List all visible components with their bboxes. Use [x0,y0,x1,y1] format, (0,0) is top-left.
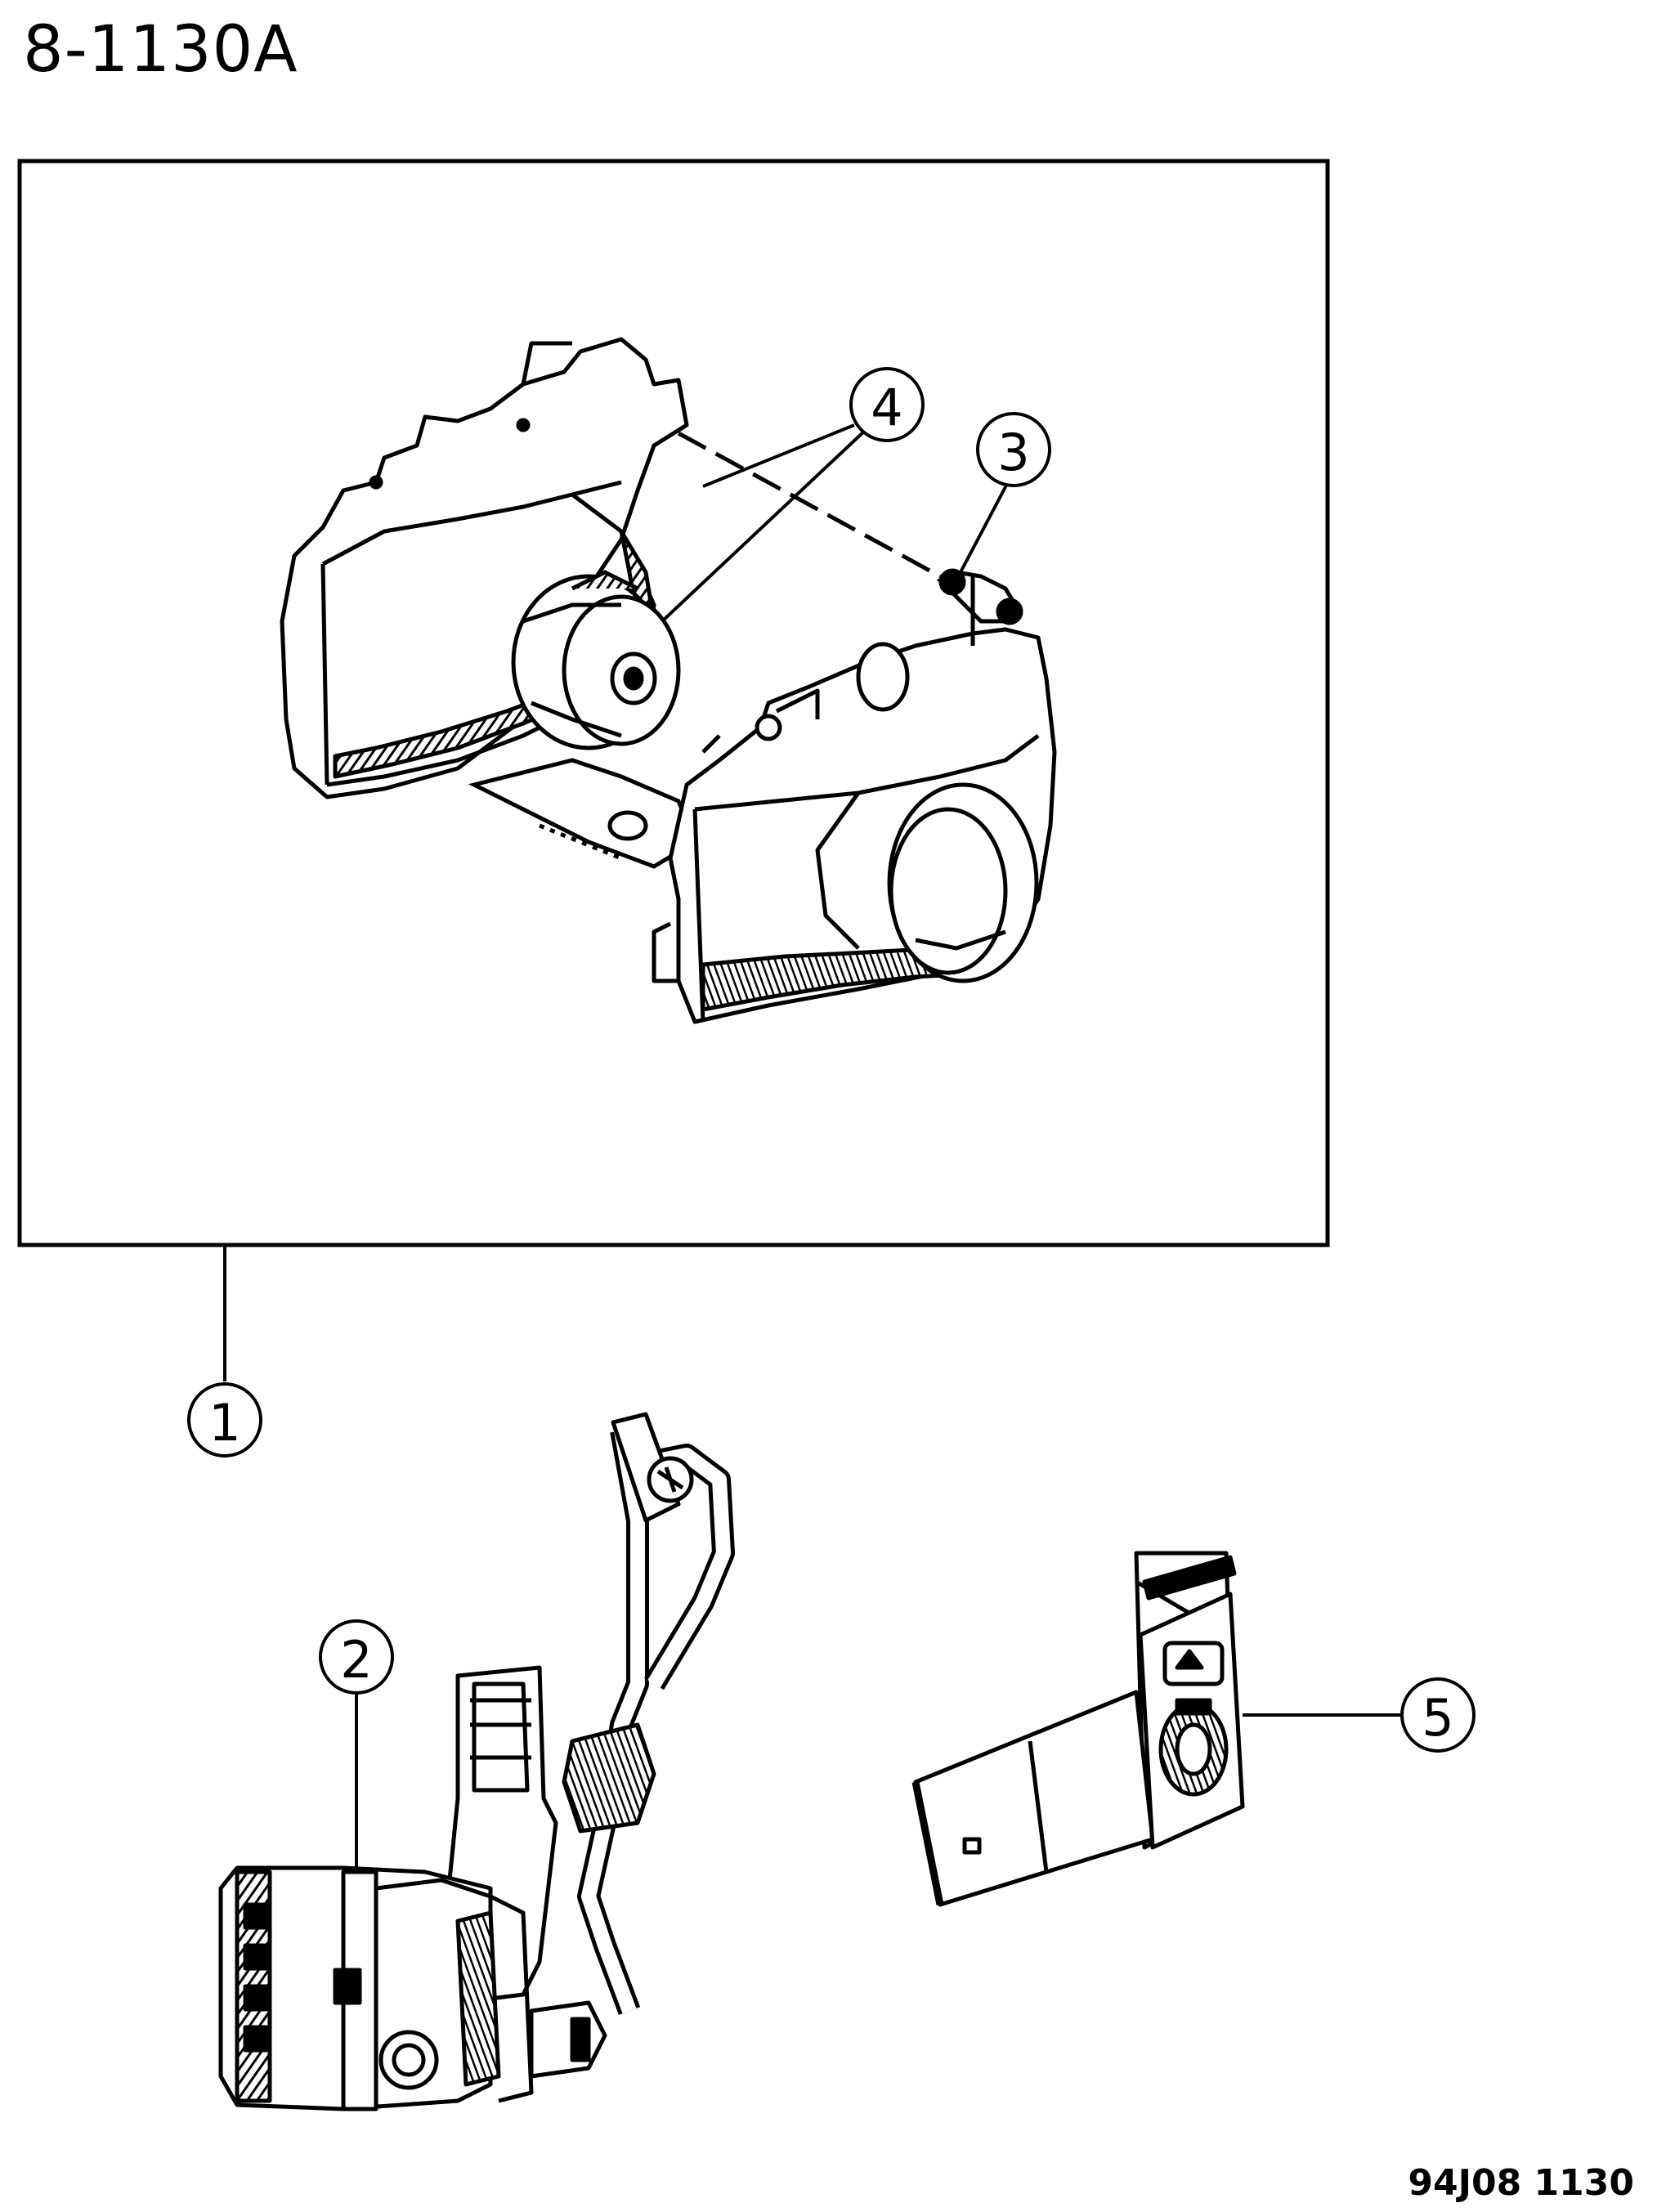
fastener-clip [936,568,1023,646]
svg-text:1: 1 [208,1393,240,1453]
assembly-box [17,159,1330,1247]
blower-hub [511,570,681,750]
diagram-title: 8-1130A [23,13,298,87]
callout-2: 2 [319,1619,394,1695]
svg-text:4: 4 [871,378,902,437]
leader-lines [223,423,1402,1872]
assembly-dashed-line [677,431,942,579]
callout-3: 3 [976,412,1051,487]
ac-compressor [218,1412,735,2111]
housing-base-plate [468,758,698,869]
svg-text:3: 3 [997,423,1029,482]
svg-text:2: 2 [340,1630,372,1690]
callout-5: 5 [1400,1677,1476,1753]
housing-right-half [652,627,1057,1024]
figure-code: 94J08 1130 [1408,2162,1634,2204]
callout-4: 4 [849,367,925,442]
svg-text:5: 5 [1422,1688,1453,1748]
ac-control-head [911,1551,1245,1907]
callout-1: 1 [187,1382,262,1458]
